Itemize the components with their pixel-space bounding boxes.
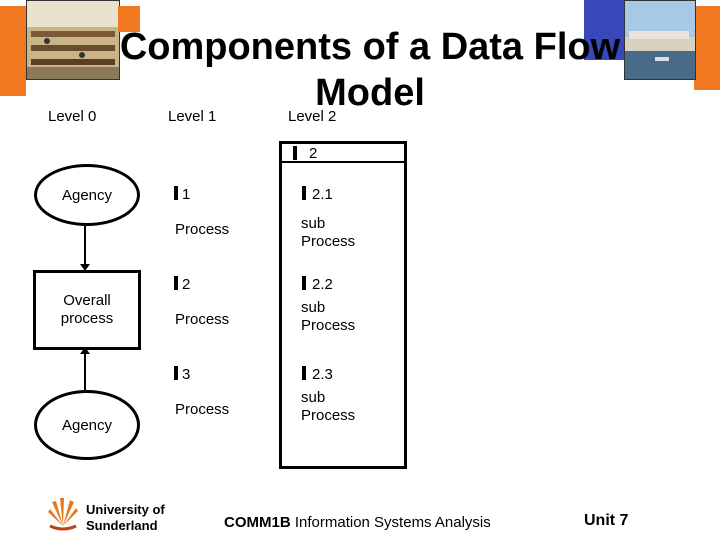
level2-notch-2	[302, 276, 306, 290]
university-name: University of Sunderland	[86, 502, 165, 533]
level2-id-2: 2.2	[312, 276, 333, 293]
university-logo-icon	[46, 496, 80, 532]
connector-bottom	[84, 352, 86, 392]
level1-id-1: 1	[182, 186, 191, 203]
level2-label-2: sub Process	[301, 299, 356, 334]
level2-notch-1	[302, 186, 306, 200]
level2-header-notch	[293, 146, 297, 160]
level1-label-2: Process	[175, 311, 230, 328]
course-title: COMM1B Information Systems Analysis	[224, 514, 491, 531]
corner-orange-left	[0, 6, 26, 96]
level-1-label: Level 1	[168, 108, 217, 125]
arrow-head-down	[80, 264, 90, 271]
agency-top-label: Agency	[61, 186, 113, 204]
level2-label-1: sub Process	[301, 215, 356, 250]
slide-title: Components of a Data Flow Model	[119, 26, 621, 114]
level1-notch-2	[174, 276, 178, 290]
corner-orange-small-left	[118, 6, 140, 32]
agency-bottom-label: Agency	[61, 416, 113, 434]
arrow-head-up	[80, 347, 90, 354]
level2-process-box	[279, 141, 407, 469]
corner-blue-right	[584, 0, 626, 60]
level-2-label: Level 2	[288, 108, 337, 125]
level-0-label: Level 0	[48, 108, 97, 125]
level2-id-1: 2.1	[312, 186, 333, 203]
level2-notch-3	[302, 366, 306, 380]
level1-id-2: 2	[182, 276, 191, 293]
overall-process-box: Overall process	[33, 270, 141, 350]
library-photo	[26, 0, 120, 80]
harbour-photo	[624, 0, 696, 80]
agency-bottom: Agency	[34, 390, 140, 460]
unit-label: Unit 7	[584, 512, 629, 529]
level1-id-3: 3	[182, 366, 191, 383]
course-code: COMM1B	[224, 514, 291, 531]
corner-orange-right	[694, 6, 720, 90]
level1-notch-1	[174, 186, 178, 200]
level2-id-3: 2.3	[312, 366, 333, 383]
course-name: Information Systems Analysis	[294, 514, 491, 531]
level1-label-3: Process	[175, 401, 230, 418]
connector-top	[84, 223, 86, 269]
level2-label-3: sub Process	[301, 389, 356, 424]
level1-label-1: Process	[175, 221, 230, 238]
level2-id: 2	[309, 145, 318, 162]
agency-top: Agency	[34, 164, 140, 226]
overall-process-label: Overall process	[60, 292, 114, 327]
level1-notch-3	[174, 366, 178, 380]
level2-header-divider	[282, 161, 404, 163]
